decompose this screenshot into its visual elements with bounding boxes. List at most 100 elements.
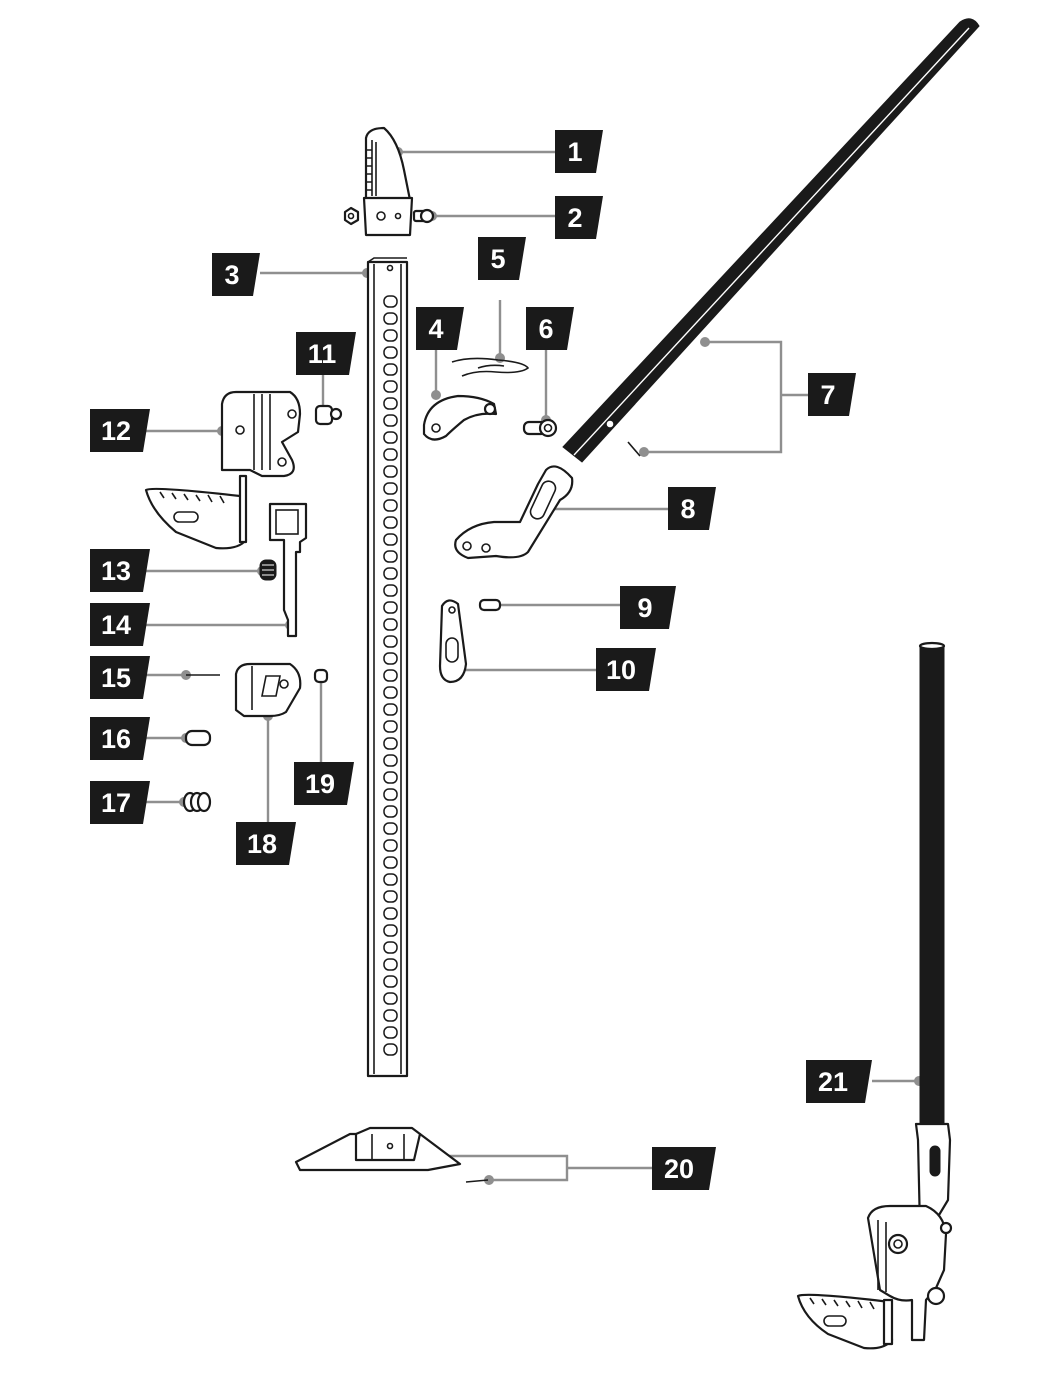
bar-hole bbox=[383, 924, 398, 937]
part-handle-socket bbox=[454, 465, 574, 560]
svg-text:14: 14 bbox=[101, 610, 131, 640]
svg-text:1: 1 bbox=[567, 137, 582, 167]
bar-hole bbox=[383, 975, 398, 988]
label-3: 3 bbox=[212, 253, 260, 296]
bar-hole bbox=[383, 686, 398, 699]
bar-hole bbox=[383, 839, 398, 852]
bar-hole bbox=[383, 754, 398, 767]
bar-hole bbox=[383, 788, 398, 801]
bar-hole bbox=[383, 941, 398, 954]
part-roller bbox=[184, 729, 212, 747]
svg-text:19: 19 bbox=[305, 769, 335, 799]
bar-hole bbox=[383, 329, 398, 342]
bar-hole bbox=[383, 737, 398, 750]
svg-text:3: 3 bbox=[224, 260, 239, 290]
bar-hole bbox=[383, 465, 398, 478]
part-assembled-jack bbox=[796, 641, 953, 1350]
bar-hole bbox=[383, 601, 398, 614]
label-16: 16 bbox=[90, 717, 150, 760]
bar-hole bbox=[383, 771, 398, 784]
bar-hole bbox=[383, 720, 398, 733]
bar-hole bbox=[383, 1026, 398, 1039]
bar-hole bbox=[383, 363, 398, 376]
label-8: 8 bbox=[668, 487, 716, 530]
bar-hole bbox=[383, 584, 398, 597]
svg-text:2: 2 bbox=[567, 203, 582, 233]
bar-hole bbox=[383, 669, 398, 682]
part-clip bbox=[451, 357, 530, 377]
bar-hole bbox=[383, 635, 398, 648]
label-19: 19 bbox=[294, 762, 354, 805]
part-upper-housing bbox=[144, 390, 302, 550]
svg-text:13: 13 bbox=[101, 556, 131, 586]
svg-text:7: 7 bbox=[820, 380, 835, 410]
label-5: 5 bbox=[478, 237, 526, 280]
label-11: 11 bbox=[296, 332, 356, 375]
svg-text:9: 9 bbox=[637, 593, 652, 623]
svg-text:6: 6 bbox=[538, 314, 553, 344]
bar-hole bbox=[383, 431, 398, 444]
part-link-arm bbox=[422, 394, 498, 441]
bar-hole bbox=[383, 499, 398, 512]
part-spring-13 bbox=[259, 559, 277, 581]
label-7: 7 bbox=[808, 373, 856, 416]
part-small-bolt bbox=[314, 404, 343, 426]
bar-hole bbox=[383, 856, 398, 869]
part-main-bar bbox=[366, 257, 409, 1078]
svg-text:20: 20 bbox=[664, 1154, 694, 1184]
bar-hole bbox=[383, 397, 398, 410]
svg-text:18: 18 bbox=[247, 829, 277, 859]
bar-hole bbox=[383, 295, 398, 308]
svg-text:12: 12 bbox=[101, 416, 131, 446]
bar-hole bbox=[383, 312, 398, 325]
part-top-nose bbox=[362, 126, 414, 237]
bar-hole bbox=[383, 482, 398, 495]
label-2: 2 bbox=[555, 196, 603, 239]
bar-hole bbox=[383, 703, 398, 716]
bar-hole bbox=[383, 890, 398, 903]
bar-hole bbox=[383, 380, 398, 393]
svg-text:17: 17 bbox=[101, 788, 131, 818]
label-20: 20 bbox=[652, 1147, 716, 1190]
part-handle-tube bbox=[562, 18, 980, 463]
part-link-plate bbox=[438, 599, 468, 684]
bar-hole bbox=[383, 805, 398, 818]
label-18: 18 bbox=[236, 822, 296, 865]
bar-hole bbox=[383, 822, 398, 835]
label-4: 4 bbox=[416, 307, 464, 350]
part-pivot-pin bbox=[522, 418, 558, 438]
bar-hole bbox=[383, 873, 398, 886]
bar-hole bbox=[383, 550, 398, 563]
label-9: 9 bbox=[620, 586, 676, 629]
label-10: 10 bbox=[596, 648, 656, 691]
label-15: 15 bbox=[90, 656, 150, 699]
bar-hole bbox=[383, 992, 398, 1005]
label-13: 13 bbox=[90, 549, 150, 592]
label-14: 14 bbox=[90, 603, 150, 646]
svg-text:10: 10 bbox=[606, 655, 636, 685]
svg-text:8: 8 bbox=[680, 494, 695, 524]
bar-hole bbox=[383, 958, 398, 971]
svg-text:5: 5 bbox=[490, 244, 505, 274]
part-coil-spring bbox=[182, 791, 212, 813]
part-lower-housing bbox=[234, 662, 302, 718]
label-17: 17 bbox=[90, 781, 150, 824]
svg-text:16: 16 bbox=[101, 724, 131, 754]
bar-hole bbox=[383, 652, 398, 665]
svg-text:21: 21 bbox=[818, 1067, 848, 1097]
label-12: 12 bbox=[90, 409, 150, 452]
part-small-pin bbox=[313, 668, 329, 684]
bar-hole bbox=[383, 516, 398, 529]
svg-text:4: 4 bbox=[428, 314, 443, 344]
label-6: 6 bbox=[526, 307, 574, 350]
callout-labels: 1 2 3 4 5 6 7 8 9 10 11 12 13 14 15 16 1… bbox=[90, 130, 872, 1190]
bar-hole bbox=[383, 567, 398, 580]
label-21: 21 bbox=[806, 1060, 872, 1103]
label-1: 1 bbox=[555, 130, 603, 173]
bar-hole bbox=[383, 1009, 398, 1022]
svg-text:15: 15 bbox=[101, 663, 131, 693]
bar-hole bbox=[383, 907, 398, 920]
part-bolt-nut bbox=[343, 206, 435, 226]
bar-hole bbox=[383, 1043, 398, 1056]
